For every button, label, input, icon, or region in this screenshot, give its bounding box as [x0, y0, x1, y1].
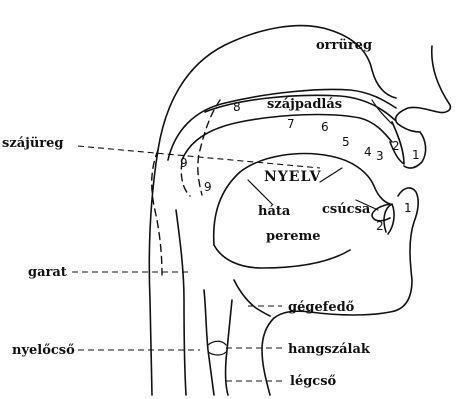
pharynx-dashed: [152, 150, 162, 275]
label-gegefedo: gégefedő: [288, 300, 355, 315]
label-csucsa: csúcsa: [322, 202, 371, 217]
label-nyelv: NYELV: [264, 169, 322, 185]
nose-outline: [396, 46, 451, 132]
number-2-upper: 2: [392, 139, 400, 153]
label-nyelocso: nyelőcső: [12, 343, 75, 358]
number-5: 5: [342, 135, 350, 149]
leader-csucsa: [320, 168, 342, 182]
number-4: 4: [364, 145, 372, 159]
leader-szajureg: [78, 146, 320, 168]
label-pereme: pereme: [266, 229, 321, 244]
vocal-folds: [208, 341, 226, 355]
label-garat: garat: [28, 265, 67, 280]
epiglottis: [234, 280, 270, 316]
number-3: 3: [376, 149, 384, 163]
tongue-lower: [214, 245, 350, 268]
number-2-lower: 2: [376, 219, 384, 233]
label-hangszalak: hangszálak: [288, 342, 371, 357]
label-hata: háta: [258, 204, 291, 219]
number-7: 7: [287, 117, 295, 131]
label-szajureg: szájüreg: [2, 136, 64, 151]
label-legcso: légcső: [290, 374, 337, 389]
label-szajpadlas: szájpadlás: [267, 97, 342, 112]
number-9-lower: 9: [204, 180, 212, 194]
number-9-upper: 9: [180, 156, 188, 170]
number-6: 6: [321, 120, 329, 134]
neck-front: [262, 318, 274, 395]
pharynx-back-wall: [176, 210, 186, 395]
number-1-upper: 1: [412, 148, 420, 162]
number-8: 8: [233, 100, 241, 114]
number-1-lower: 1: [404, 201, 412, 215]
label-orrureg: orrüreg: [316, 38, 372, 53]
